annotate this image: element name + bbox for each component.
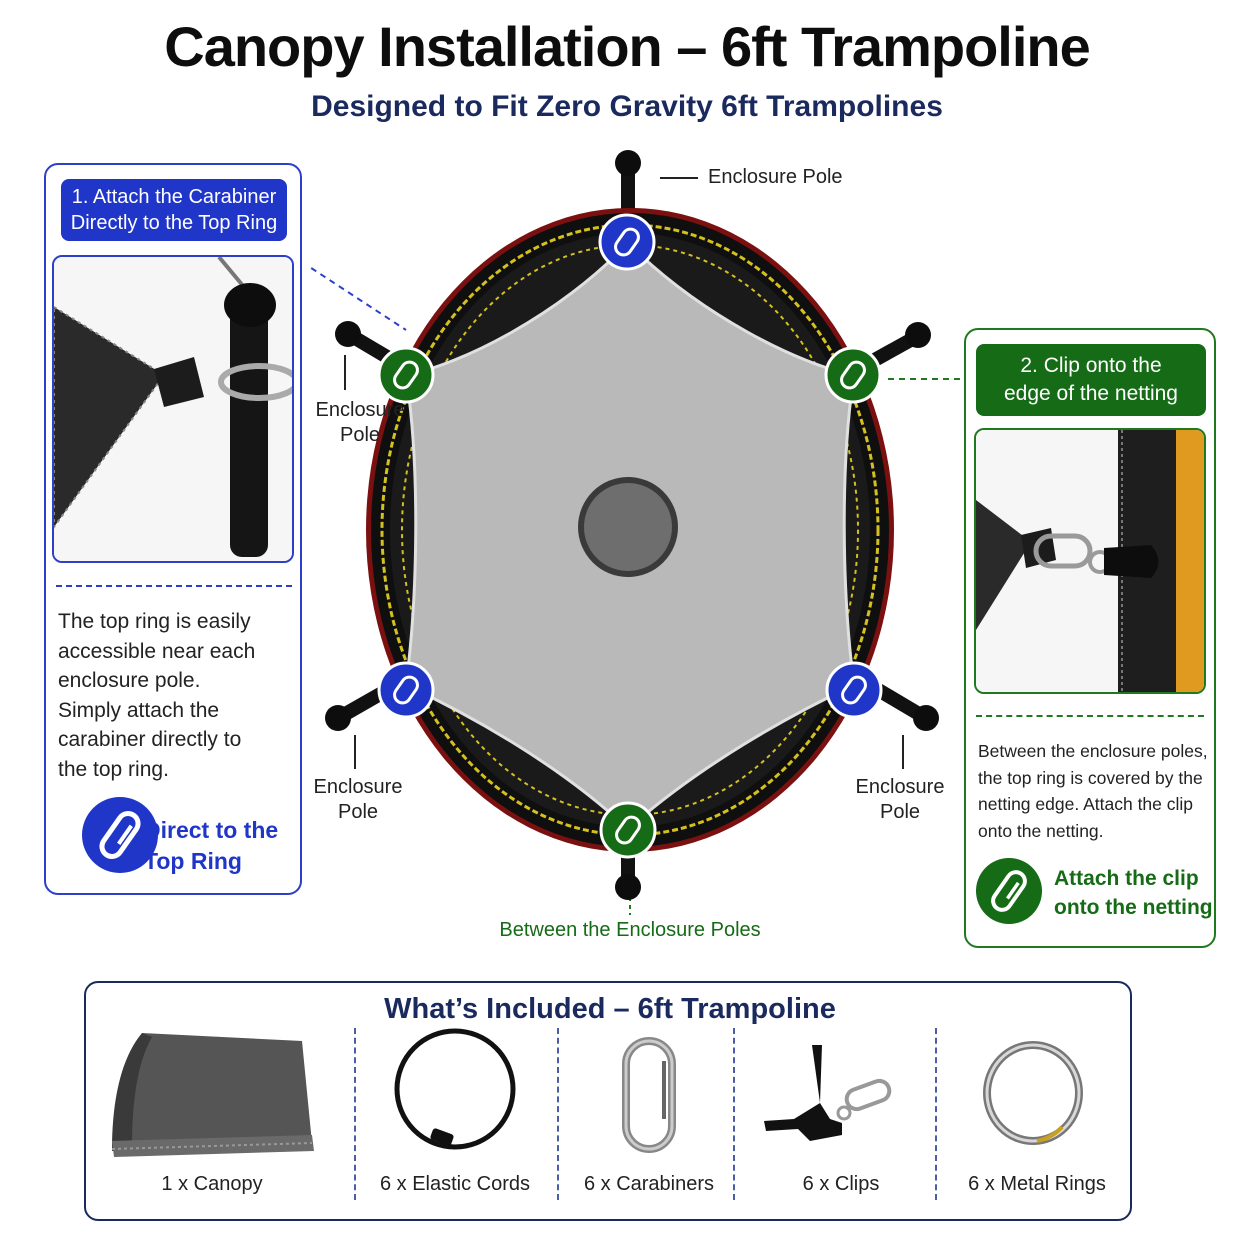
label-enclosure-pole-top: Enclosure Pole [708, 166, 843, 188]
step-1-badge-line1: Direct to the [144, 817, 279, 843]
included-item-canopy: 1 x Canopy [102, 1023, 322, 1213]
label-between-poles: Between the Enclosure Poles [499, 919, 761, 941]
step-2-panel: 2. Clip onto the edge of the netting Bet… [964, 328, 1216, 948]
carabiner-icon [622, 1037, 676, 1153]
included-item-label: 6 x Carabiners [583, 1173, 715, 1195]
page-title: Canopy Installation – 6ft Trampoline [164, 15, 1091, 78]
item-separator [557, 1028, 559, 1200]
step-1-description: The top ring is easily accessible near e… [58, 607, 294, 784]
clip-icon [764, 1045, 892, 1141]
label-enclosure-pole-bottom-left: Enclosure Pole [313, 775, 403, 825]
step-1-badge-label: Direct to the Top Ring [144, 815, 294, 877]
label-line: Enclosure [313, 776, 403, 798]
item-separator [935, 1028, 937, 1200]
step-1-text-line: accessible near each [58, 639, 256, 663]
clip-badge-icon [976, 858, 1042, 924]
included-item-elastic-cords: 6 x Elastic Cords [371, 1023, 539, 1213]
included-item-clips: 6 x Clips [750, 1023, 932, 1213]
step-1-heading-line1: 1. Attach the Carabiner [71, 186, 277, 208]
label-line: Pole [339, 424, 381, 446]
included-item-label: 6 x Elastic Cords [379, 1173, 531, 1195]
trampoline-illustration [301, 150, 966, 915]
step-1-text-line: the top ring. [58, 757, 169, 781]
green-clip-marker [599, 801, 657, 859]
green-clip-marker [824, 346, 882, 404]
page-subtitle: Designed to Fit Zero Gravity 6ft Trampol… [311, 90, 943, 123]
step-2-text-line: the top ring is covered by the [978, 767, 1203, 788]
elastic-cord-icon [394, 1028, 516, 1150]
item-separator [733, 1028, 735, 1200]
step-2-badge-label: Attach the clip onto the netting [1054, 864, 1214, 922]
green-clip-marker [377, 346, 435, 404]
step-1-text-line: enclosure pole. [58, 669, 201, 692]
step-2-heading-line1: 2. Clip onto the [1020, 354, 1162, 377]
step-1-text-line: carabiner directly to [58, 728, 242, 751]
step-2-heading-line2: edge of the netting [1004, 382, 1178, 405]
carabiner-badge-icon [82, 797, 158, 873]
step-2-divider [976, 715, 1204, 717]
included-item-metal-rings: 6 x Metal Rings [952, 1023, 1122, 1213]
step-2-text-line: netting edge. Attach the clip [978, 794, 1194, 814]
label-enclosure-pole-bottom-right: Enclosure Pole [855, 775, 945, 825]
step-2-closeup-image [974, 428, 1206, 694]
step-1-heading: 1. Attach the Carabiner Directly to the … [61, 179, 287, 241]
step-1-closeup-image [52, 255, 294, 563]
step-1-badge-line2: Top Ring [144, 848, 242, 874]
included-item-carabiners: 6 x Carabiners [574, 1023, 724, 1213]
label-line: Pole [337, 801, 379, 823]
blue-carabiner-marker [377, 661, 435, 719]
label-line: Enclosure [315, 399, 405, 421]
step-2-badge-line1: Attach the clip [1054, 867, 1199, 890]
label-line: Enclosure [855, 776, 945, 798]
item-separator [354, 1028, 356, 1200]
carabiner-on-pole-illustration [54, 257, 292, 561]
included-item-label: 1 x Canopy [161, 1173, 263, 1195]
step-2-text-line: Between the enclosure poles, [978, 741, 1208, 761]
step-1-divider [56, 585, 292, 587]
step-2-badge-line2: onto the netting [1054, 896, 1213, 919]
whats-included-title: What’s Included – 6ft Trampoline [384, 993, 836, 1025]
metal-ring-icon [983, 1041, 1083, 1145]
step-2-text-line: onto the netting. [978, 820, 1104, 841]
blue-carabiner-marker [598, 213, 656, 271]
clip-on-netting-illustration [976, 430, 1204, 692]
step-2-heading: 2. Clip onto the edge of the netting [976, 344, 1206, 416]
trampoline-top-view-diagram: Enclosure Pole Enclosure Pole Enclosure … [301, 145, 966, 955]
included-item-label: 6 x Clips [802, 1173, 880, 1195]
step-1-heading-line2: Directly to the Top Ring [70, 212, 278, 234]
whats-included-box: What’s Included – 6ft Trampoline 1 x Can… [84, 981, 1132, 1221]
blue-carabiner-marker [825, 661, 883, 719]
label-line: Pole [879, 801, 921, 823]
label-enclosure-pole-left: Enclosure Pole [315, 398, 405, 448]
included-item-label: 6 x Metal Rings [968, 1173, 1106, 1195]
step-1-text-line: The top ring is easily [58, 610, 251, 633]
step-2-description: Between the enclosure poles, the top rin… [978, 738, 1214, 844]
folded-canopy-icon [111, 1033, 314, 1157]
step-1-text-line: Simply attach the [58, 698, 220, 722]
step-1-panel: 1. Attach the Carabiner Directly to the … [44, 163, 302, 895]
